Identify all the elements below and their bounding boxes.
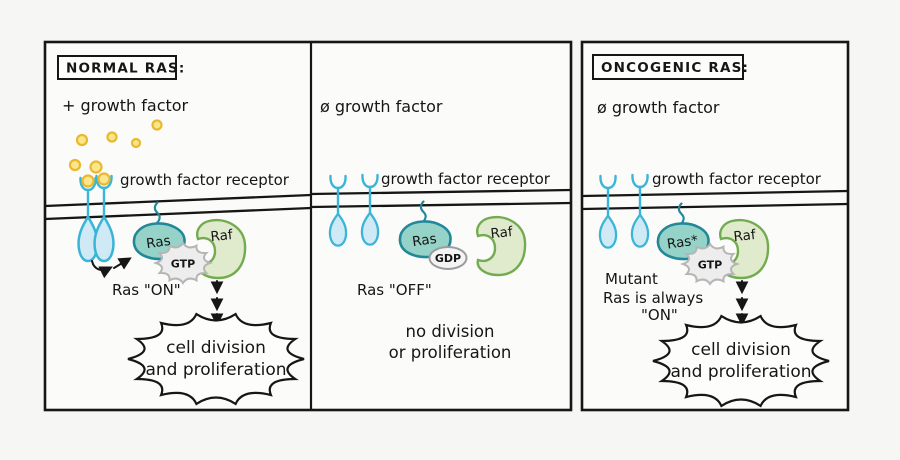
gdp-label: GDP <box>435 252 461 265</box>
outcome-text-line2: or proliferation <box>389 343 512 362</box>
receptor-label: growth factor receptor <box>381 170 551 188</box>
inactive-receptors <box>328 173 380 247</box>
growth-factor-absent-label: ø growth factor <box>597 98 720 117</box>
outcome-burst <box>652 314 830 408</box>
ras-label: Ras <box>145 233 171 252</box>
growth-factor-present-label: + growth factor <box>62 96 189 115</box>
gtp-label: GTP <box>171 258 195 271</box>
mutant-state-caption: Mutant Ras is always "ON" <box>603 270 703 324</box>
bound-growth-factor <box>81 174 95 188</box>
oncogenic-ras-title-box <box>592 54 744 80</box>
raf-label: Raf <box>210 227 235 245</box>
growth-factor-molecule <box>151 119 163 131</box>
outcome-text-line2: and proliferation <box>145 360 286 380</box>
growth-factor-molecules <box>68 119 163 174</box>
ras-membrane-anchor <box>419 200 427 224</box>
receptor-body <box>93 214 115 263</box>
outcome-text-line1: cell division <box>691 340 791 360</box>
ras-membrane-anchor <box>677 202 685 226</box>
cell-membrane <box>310 188 572 209</box>
raf-label: Raf <box>733 227 758 245</box>
ras-label: Ras <box>411 231 437 250</box>
normal-ras-title-box <box>57 55 177 80</box>
panel-oncogenic-ras: ONCOGENIC RAS: ø growth factor growth fa… <box>581 54 849 408</box>
receptor-body <box>630 212 650 248</box>
receptor-body <box>328 211 348 247</box>
gtp-burst <box>152 241 214 285</box>
oncogenic-ras-title: ONCOGENIC RAS: <box>601 60 749 76</box>
growth-factor-molecule <box>75 133 89 147</box>
gtp-label: GTP <box>698 259 722 272</box>
state-line2: Ras is always <box>603 289 703 307</box>
outcome-text-line1: cell division <box>166 338 266 358</box>
raf-label: Raf <box>490 224 515 242</box>
state-line1: Mutant <box>605 270 658 288</box>
growth-factor-molecule <box>89 160 103 174</box>
ras-state-label: Ras "OFF" <box>357 281 432 299</box>
growth-factor-molecule <box>68 158 82 172</box>
outcome-text-line1: no division <box>406 322 495 341</box>
gdp-ellipse <box>428 246 468 270</box>
receptor-label: growth factor receptor <box>120 171 290 189</box>
raf-protein <box>476 215 527 277</box>
activation-arrows <box>91 257 132 279</box>
panel-normal-ras: NORMAL RAS: + growth factor growth facto… <box>44 55 312 406</box>
mutant-ras-label: Ras* <box>666 232 699 252</box>
cell-membrane <box>581 189 849 211</box>
growth-factor-absent-label: ø growth factor <box>320 97 443 116</box>
ras-state-label: Ras "ON" <box>112 281 181 299</box>
outcome-text-line2: and proliferation <box>670 362 811 382</box>
normal-ras-title: NORMAL RAS: <box>66 61 186 77</box>
receptor-label: growth factor receptor <box>652 170 822 188</box>
growth-factor-molecule <box>106 131 118 143</box>
outcome-burst <box>127 312 305 406</box>
ras-membrane-anchor <box>153 201 161 225</box>
gtp-burst <box>679 242 741 286</box>
bound-growth-factor <box>97 172 111 186</box>
panel-no-growth-factor: ø growth factor growth factor receptor R… <box>310 97 572 362</box>
growth-factor-molecule <box>130 137 142 149</box>
receptor-body <box>598 213 618 249</box>
inactive-receptors <box>598 173 650 249</box>
state-line3: "ON" <box>641 306 678 324</box>
activated-receptor-dimer <box>77 172 115 263</box>
receptor-body <box>360 210 380 246</box>
